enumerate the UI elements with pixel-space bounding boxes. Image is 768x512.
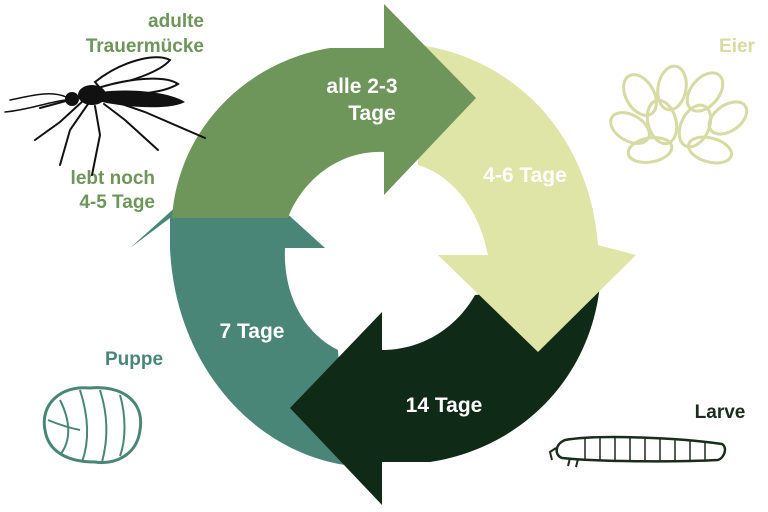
cycle-ring — [130, 4, 636, 505]
mosquito-icon — [4, 56, 206, 176]
stage-label-lifespan-line2: 4-5 Tage — [79, 192, 155, 213]
label-adult-to-eggs-line2: Tage — [348, 102, 395, 125]
stage-label-larva: Larve — [695, 402, 746, 423]
stage-label-eggs: Eier — [719, 36, 756, 57]
arrow-larva-to-pupa — [290, 285, 600, 505]
arrow-pupa-to-adult — [130, 160, 345, 465]
eggs-icon — [609, 64, 749, 165]
label-larva-to-pupa: 14 Tage — [406, 394, 483, 417]
label-eggs-to-larva: 4-6 Tage — [483, 164, 567, 187]
pupa-icon — [42, 386, 143, 465]
larva-icon — [548, 435, 727, 468]
arrow-adult-to-eggs — [172, 4, 476, 218]
stage-label-pupa: Puppe — [105, 349, 163, 370]
arrow-eggs-to-larva — [418, 45, 636, 352]
stage-label-adult-line1: adulte — [148, 11, 204, 32]
label-adult-to-eggs: alle 2-3 — [326, 75, 397, 98]
stage-label-adult-line2: Trauermücke — [86, 36, 204, 57]
label-pupa-to-adult: 7 Tage — [220, 320, 285, 343]
stage-label-lifespan-line1: lebt noch — [71, 168, 155, 189]
